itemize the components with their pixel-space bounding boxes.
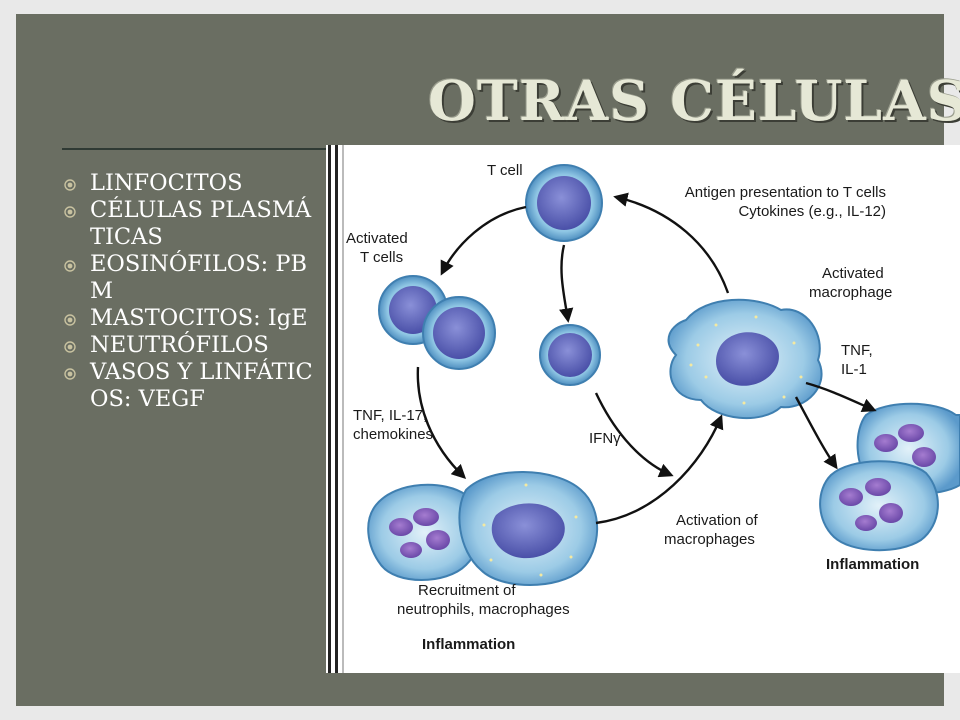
label-chemokines: chemokines [353, 426, 433, 443]
label-t-cell: T cell [487, 162, 523, 179]
bullet-text: CÉLULAS PLASMÁTICAS [90, 197, 312, 250]
activated-macrophage [667, 298, 823, 420]
label-activated-mac-line1: Activated [822, 265, 884, 282]
t-cell-middle [539, 324, 601, 386]
label-recruitment-line1: Recruitment of [418, 582, 516, 599]
arrow-ifn-gamma [594, 392, 674, 478]
inflammation-neutrophil [819, 460, 939, 552]
arrow-to-recruitment [416, 366, 467, 480]
recruited-neutrophil [367, 483, 482, 581]
label-inflammation-right: Inflammation [826, 556, 919, 573]
figure-border [328, 145, 331, 673]
label-activation-line1: Activation of [676, 512, 759, 529]
slide-title: OTRAS CÉLULAS [428, 68, 960, 133]
label-activated-t-line2: T cells [360, 249, 403, 266]
bullet-icon [64, 314, 76, 326]
arrow-to-activated-t [440, 205, 527, 276]
bullet-list: LINFOCITOS CÉLULAS PLASMÁTICAS EOSINÓFIL… [62, 170, 318, 413]
bullet-icon [64, 341, 76, 353]
label-antigen-line1: Antigen presentation to T cells [685, 184, 886, 201]
figure-border [335, 145, 338, 673]
label-il1: IL-1 [841, 361, 867, 378]
arrow-antigen-presentation [613, 192, 730, 294]
bullet-icon [64, 368, 76, 380]
arrow-activation-macrophages [595, 414, 724, 525]
label-tnf-il17: TNF, IL-17, [353, 407, 427, 424]
bullet-text: NEUTRÓFILOS [90, 332, 269, 358]
bullet-item: EOSINÓFILOS: PBM [62, 251, 318, 305]
bullet-text: EOSINÓFILOS: PBM [90, 251, 308, 304]
label-tnf: TNF, [841, 342, 873, 359]
figure-border [342, 145, 344, 673]
t-cell [525, 164, 603, 242]
activated-t-cells [378, 275, 496, 370]
label-ifn-gamma: IFNγ [589, 430, 621, 447]
arrow-tnf-il1-top [805, 381, 877, 413]
bullet-item: VASOS Y LINFÁTICOS: VEGF [62, 359, 318, 413]
recruited-macrophage [458, 471, 599, 586]
label-activated-mac-line2: macrophage [809, 284, 892, 301]
label-recruitment-line2: neutrophils, macrophages [397, 601, 570, 618]
label-activated-t-line1: Activated [346, 230, 408, 247]
arrow-to-t-cell-middle [559, 244, 574, 323]
bullet-text: LINFOCITOS [90, 170, 243, 196]
label-inflammation-bottom: Inflammation [422, 636, 515, 653]
bullet-icon [64, 260, 76, 272]
title-divider [62, 148, 332, 150]
label-activation-line2: macrophages [664, 531, 755, 548]
bullet-text: VASOS Y LINFÁTICOS: VEGF [90, 359, 313, 412]
diagram-svg: T cell Antigen presentation to T cells C… [328, 145, 960, 673]
bullet-item: MASTOCITOS: IgE [62, 305, 318, 332]
bullet-icon [64, 206, 76, 218]
bullet-item: CÉLULAS PLASMÁTICAS [62, 197, 318, 251]
bullet-item: NEUTRÓFILOS [62, 332, 318, 359]
bullet-text: MASTOCITOS: IgE [90, 305, 308, 331]
label-antigen-line2: Cytokines (e.g., IL-12) [738, 203, 886, 220]
immune-diagram: T cell Antigen presentation to T cells C… [326, 145, 960, 673]
arrow-tnf-il1-bottom [794, 396, 838, 470]
bullet-icon [64, 179, 76, 191]
bullet-item: LINFOCITOS [62, 170, 318, 197]
